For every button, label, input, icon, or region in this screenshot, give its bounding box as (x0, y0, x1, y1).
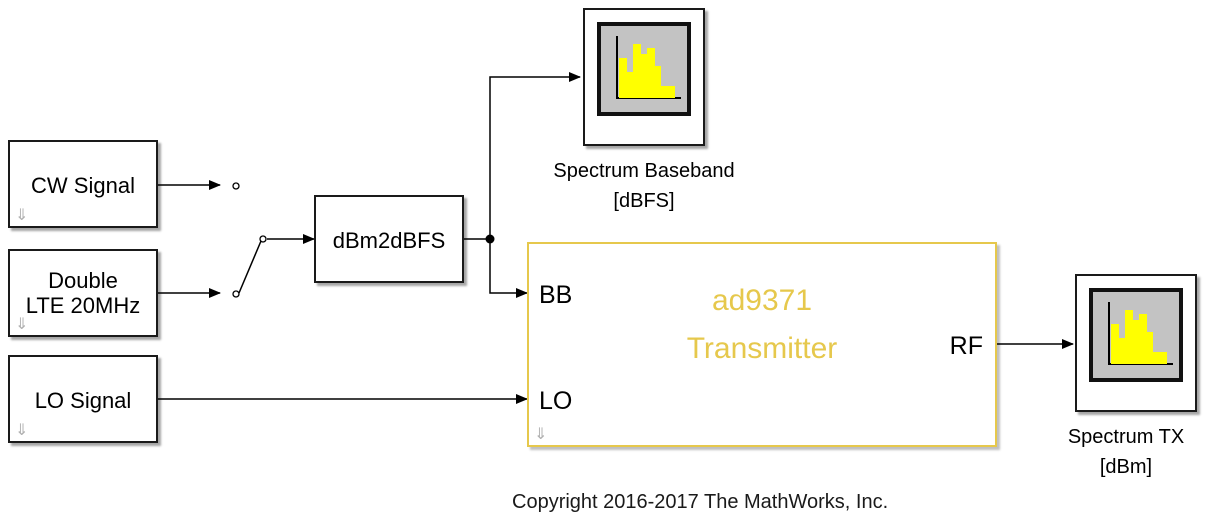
transmitter-title-line2: Transmitter (686, 332, 838, 365)
manual-switch-lever[interactable] (238, 240, 262, 294)
switch-contact-right (259, 235, 267, 243)
branch-point (485, 234, 495, 244)
dbm2dbfs-label: dBm2dBFS (332, 228, 446, 253)
port-rf-label: RF (949, 332, 983, 360)
dbm2dbfs-block[interactable]: dBm2dBFS (314, 195, 464, 283)
spectrum-tx-block[interactable] (1075, 274, 1197, 412)
spectrum-scope-icon (1089, 288, 1183, 382)
lo-signal-block[interactable]: LO Signal ⇓ (8, 355, 158, 443)
lo-signal-label: LO Signal (34, 388, 132, 413)
port-lo-label: LO (539, 387, 573, 415)
cw-signal-block[interactable]: CW Signal ⇓ (8, 140, 158, 228)
double-lte-label-line2: LTE 20MHz (25, 293, 141, 318)
spectrum-baseband-caption-line1: Spectrum Baseband (553, 160, 735, 182)
copyright-text: Copyright 2016-2017 The MathWorks, Inc. (512, 491, 889, 513)
switch-contact-top-left (232, 182, 240, 190)
down-arrow-icon: ⇓ (15, 422, 29, 439)
spectrum-tx-caption-line2: [dBm] (1099, 456, 1153, 478)
switch-contact-bottom-left (232, 290, 240, 298)
transmitter-title-line1: ad9371 (711, 284, 813, 317)
port-bb-label: BB (539, 281, 573, 309)
double-lte-label-line1: Double (48, 268, 118, 293)
down-arrow-icon: ⇓ (534, 426, 548, 443)
wire-to-spectrum-baseband[interactable] (489, 72, 581, 239)
wire-to-bb-port[interactable] (489, 239, 528, 298)
spectrum-tx-caption-line1: Spectrum TX (1067, 426, 1185, 448)
ad9371-transmitter-block[interactable]: ad9371 Transmitter BB LO RF ⇓ (527, 242, 997, 447)
spectrum-scope-icon (597, 22, 691, 116)
spectrum-baseband-block[interactable] (583, 8, 705, 146)
cw-signal-label: CW Signal (31, 173, 135, 198)
double-lte-block[interactable]: Double LTE 20MHz ⇓ (8, 249, 158, 337)
spectrum-baseband-caption-line2: [dBFS] (613, 190, 675, 212)
down-arrow-icon: ⇓ (15, 207, 29, 224)
down-arrow-icon: ⇓ (15, 316, 29, 333)
